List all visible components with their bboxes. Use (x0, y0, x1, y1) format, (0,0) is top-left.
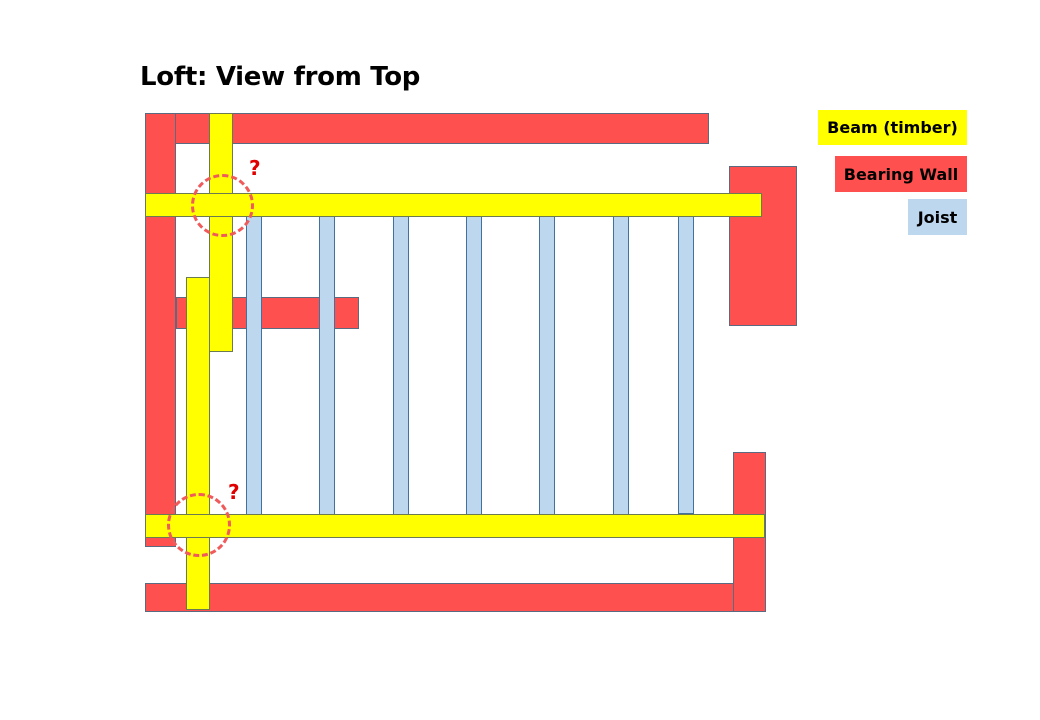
beam-vertical-lower (186, 277, 210, 610)
joist-5 (539, 216, 555, 517)
joist-4 (466, 216, 482, 516)
legend-beam-label: Beam (timber) (827, 118, 958, 137)
legend-joist-label: Joist (917, 207, 958, 227)
joist-6 (613, 216, 629, 517)
legend-joist: Joist (908, 199, 967, 235)
joist-3 (393, 216, 409, 516)
bearing-wall-right-upper (729, 166, 797, 326)
joist-2 (319, 216, 335, 516)
legend-beam: Beam (timber) (818, 110, 967, 145)
question-mark-bottom: ? (228, 480, 240, 504)
joist-1 (246, 215, 262, 515)
question-mark-top: ? (249, 156, 261, 180)
uncertain-intersection-circle-bottom (167, 493, 231, 557)
bearing-wall-top (175, 113, 709, 144)
bearing-wall-left (145, 113, 176, 547)
diagram-title: Loft: View from Top (140, 62, 421, 92)
legend-bearing-wall: Bearing Wall (835, 156, 967, 192)
legend-bearing-wall-label: Bearing Wall (843, 164, 959, 184)
beam-horizontal-bottom (145, 514, 765, 538)
bearing-wall-bottom (145, 583, 734, 612)
joist-7 (678, 215, 694, 514)
uncertain-intersection-circle-top (191, 174, 254, 237)
